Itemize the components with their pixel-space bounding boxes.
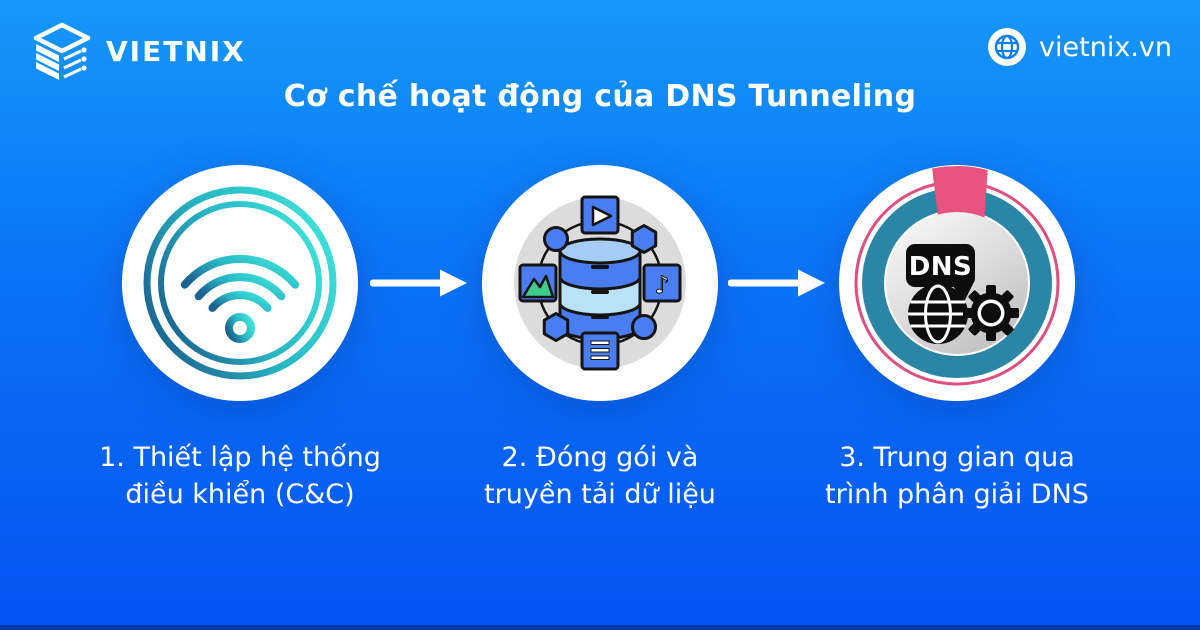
step-1-caption-line1: 1. Thiết lập hệ thống — [99, 442, 381, 473]
data-packaging-icon: ♪ — [482, 165, 718, 401]
arrow-right-icon — [727, 265, 828, 301]
step-1-caption-line2: điều khiển (C&C) — [125, 479, 355, 510]
step-1-icon — [122, 165, 358, 401]
dns-badge-label: DNS — [909, 252, 973, 282]
step-1-caption: 1. Thiết lập hệ thống điều khiển (C&C) — [30, 439, 450, 513]
globe-lines — [908, 284, 968, 344]
website-url: vietnix.vn — [1039, 31, 1172, 63]
page-title: Cơ chế hoạt động của DNS Tunneling — [283, 79, 917, 114]
arrow-right-icon — [369, 265, 470, 301]
brand-layers-icon — [33, 22, 91, 80]
dns-resolver-icon: DNS — [839, 165, 1075, 401]
step-3-icon: DNS — [839, 165, 1075, 401]
music-note-icon: ♪ — [654, 271, 669, 299]
brand-logo: VIETNIX — [30, 22, 246, 80]
step-2-caption-line2: truyền tải dữ liệu — [484, 479, 716, 510]
step-2-caption-line1: 2. Đóng gói và — [501, 442, 699, 473]
step-2-caption: 2. Đóng gói và truyền tải dữ liệu — [390, 439, 810, 513]
website-badge: vietnix.vn — [988, 28, 1172, 66]
step-3-caption: 3. Trung gian qua trình phân giải DNS — [747, 439, 1167, 513]
wifi-signal-icon — [122, 165, 358, 401]
globe-icon — [988, 28, 1027, 66]
brand-wordmark: VIETNIX — [106, 34, 246, 68]
step-3-caption-line1: 3. Trung gian qua — [839, 442, 1075, 473]
step-2-icon: ♪ — [482, 165, 718, 401]
step-3-caption-line2: trình phân giải DNS — [825, 479, 1089, 510]
gear-icon — [963, 285, 1019, 341]
bottom-edge-shade — [0, 625, 1200, 630]
